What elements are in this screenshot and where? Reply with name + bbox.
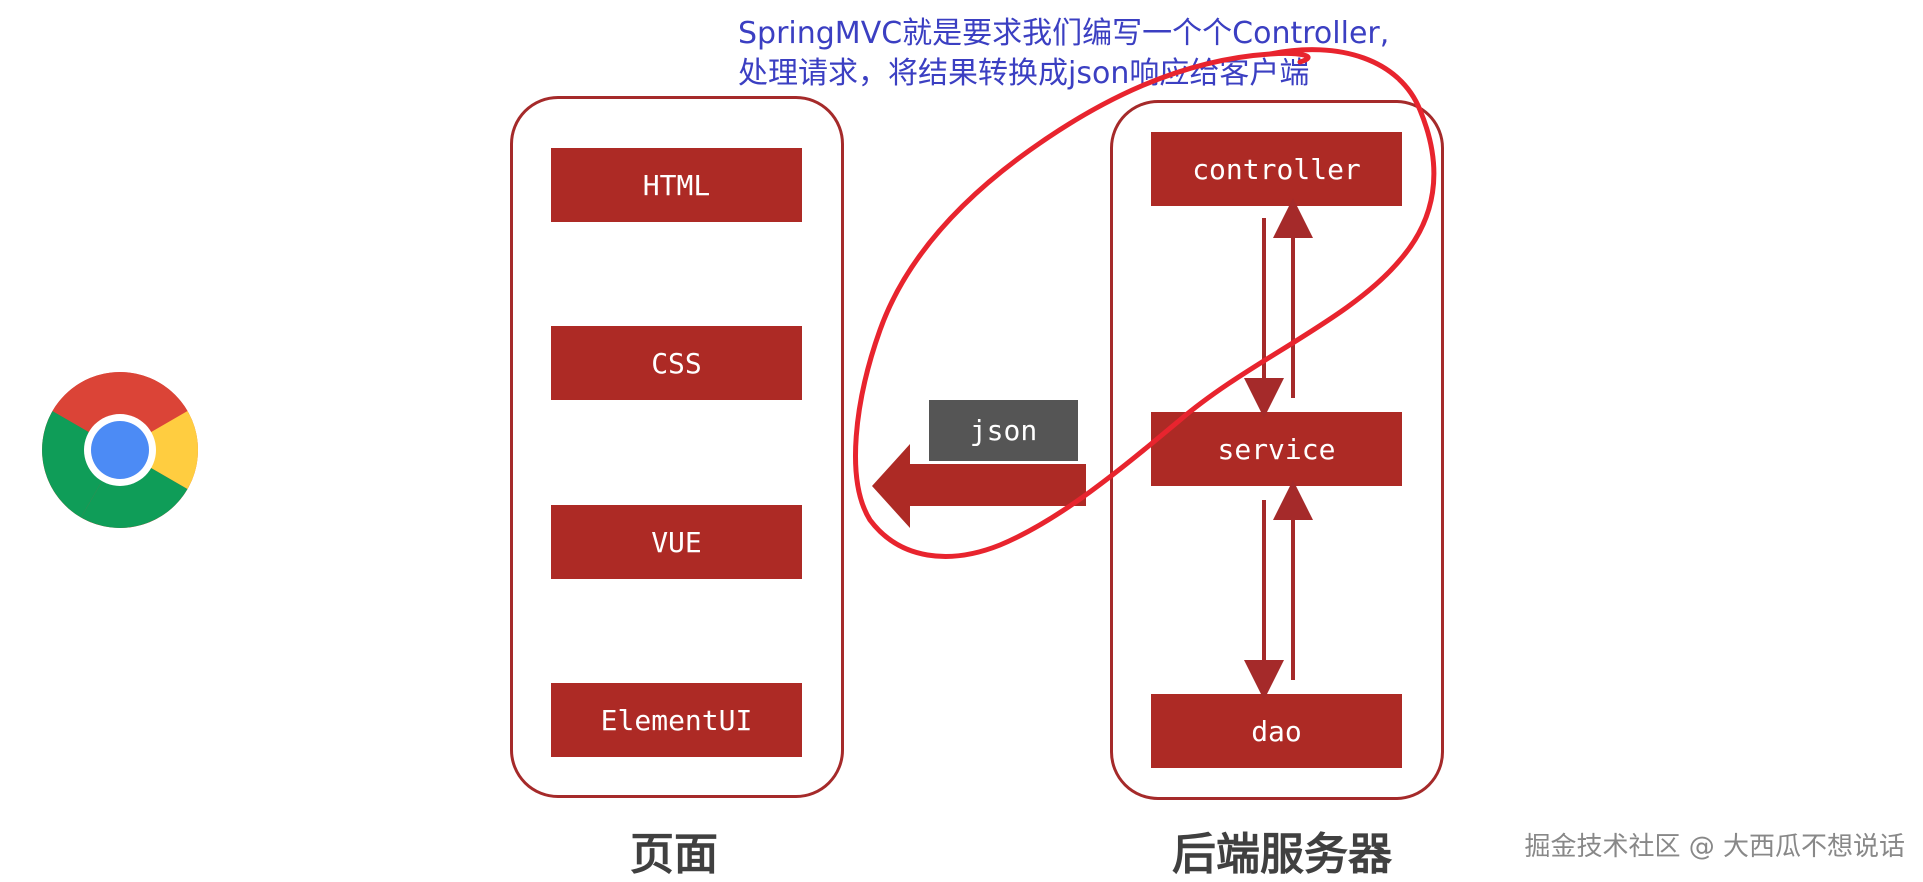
frontend-item-css: CSS bbox=[551, 326, 802, 400]
frontend-caption: 页面 bbox=[630, 829, 718, 880]
annotation-line-2: 处理请求，将结果转换成json响应给客户端 bbox=[738, 56, 1310, 91]
frontend-panel bbox=[510, 96, 844, 798]
frontend-item-vue: VUE bbox=[551, 505, 802, 579]
backend-layer-controller: controller bbox=[1151, 132, 1402, 206]
backend-layer-service: service bbox=[1151, 412, 1402, 486]
backend-layer-dao: dao bbox=[1151, 694, 1402, 768]
frontend-item-elementui: ElementUI bbox=[551, 683, 802, 757]
frontend-item-html: HTML bbox=[551, 148, 802, 222]
annotation-text: SpringMVC就是要求我们编写一个个Controller, 处理请求，将结果… bbox=[738, 14, 1389, 94]
watermark: 掘金技术社区 @ 大西瓜不想说话 bbox=[1524, 832, 1905, 862]
annotation-line-1: SpringMVC就是要求我们编写一个个Controller, bbox=[738, 16, 1390, 51]
backend-caption: 后端服务器 bbox=[1172, 829, 1392, 880]
json-label: json bbox=[929, 400, 1078, 461]
